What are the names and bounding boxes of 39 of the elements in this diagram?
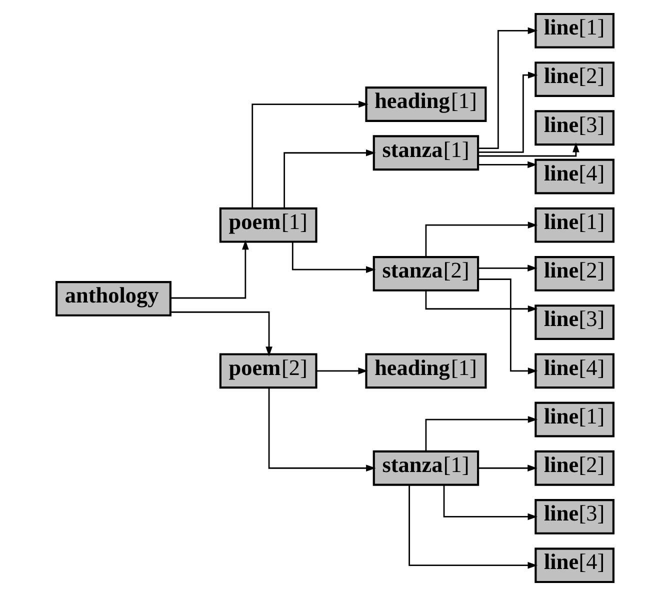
node-box: heading[1] bbox=[364, 353, 486, 389]
arrow bbox=[424, 416, 538, 452]
arrow bbox=[251, 100, 368, 208]
node-box: line[1] bbox=[534, 12, 614, 48]
arrow bbox=[478, 264, 537, 272]
arrow bbox=[283, 149, 376, 208]
arrow bbox=[478, 142, 579, 157]
arrow bbox=[442, 485, 537, 520]
node-box: line[3] bbox=[534, 499, 614, 534]
arrow bbox=[478, 464, 537, 472]
node-box: stanza[1] bbox=[372, 450, 479, 486]
node-box: anthology bbox=[55, 280, 171, 316]
node-box: poem[1] bbox=[218, 207, 317, 243]
node-box: line[2] bbox=[534, 256, 614, 292]
node-box: line[1] bbox=[534, 402, 614, 438]
arrow bbox=[408, 485, 537, 569]
arrow bbox=[170, 311, 272, 356]
arrow bbox=[424, 290, 538, 312]
node-box: stanza[1] bbox=[372, 135, 479, 171]
arrow bbox=[170, 240, 248, 299]
node-box: line[4] bbox=[534, 353, 614, 389]
arrow bbox=[478, 27, 538, 150]
node-box: stanza[2] bbox=[372, 256, 479, 292]
node-box: line[1] bbox=[534, 207, 614, 243]
node-box: line[3] bbox=[534, 110, 614, 146]
arrow bbox=[268, 388, 376, 472]
arrow bbox=[316, 368, 368, 374]
node-box: line[4] bbox=[534, 548, 614, 584]
node-box: line[4] bbox=[534, 158, 614, 194]
node-box: heading[1] bbox=[364, 86, 486, 122]
arrow bbox=[478, 278, 538, 374]
arrow bbox=[478, 72, 538, 153]
arrow bbox=[291, 242, 376, 273]
arrow bbox=[424, 222, 538, 257]
node-box: poem[2] bbox=[218, 353, 317, 389]
node-box: line[2] bbox=[534, 62, 614, 97]
arrow bbox=[478, 161, 537, 168]
node-box: line[3] bbox=[534, 304, 614, 340]
node-box: line[2] bbox=[534, 450, 614, 486]
